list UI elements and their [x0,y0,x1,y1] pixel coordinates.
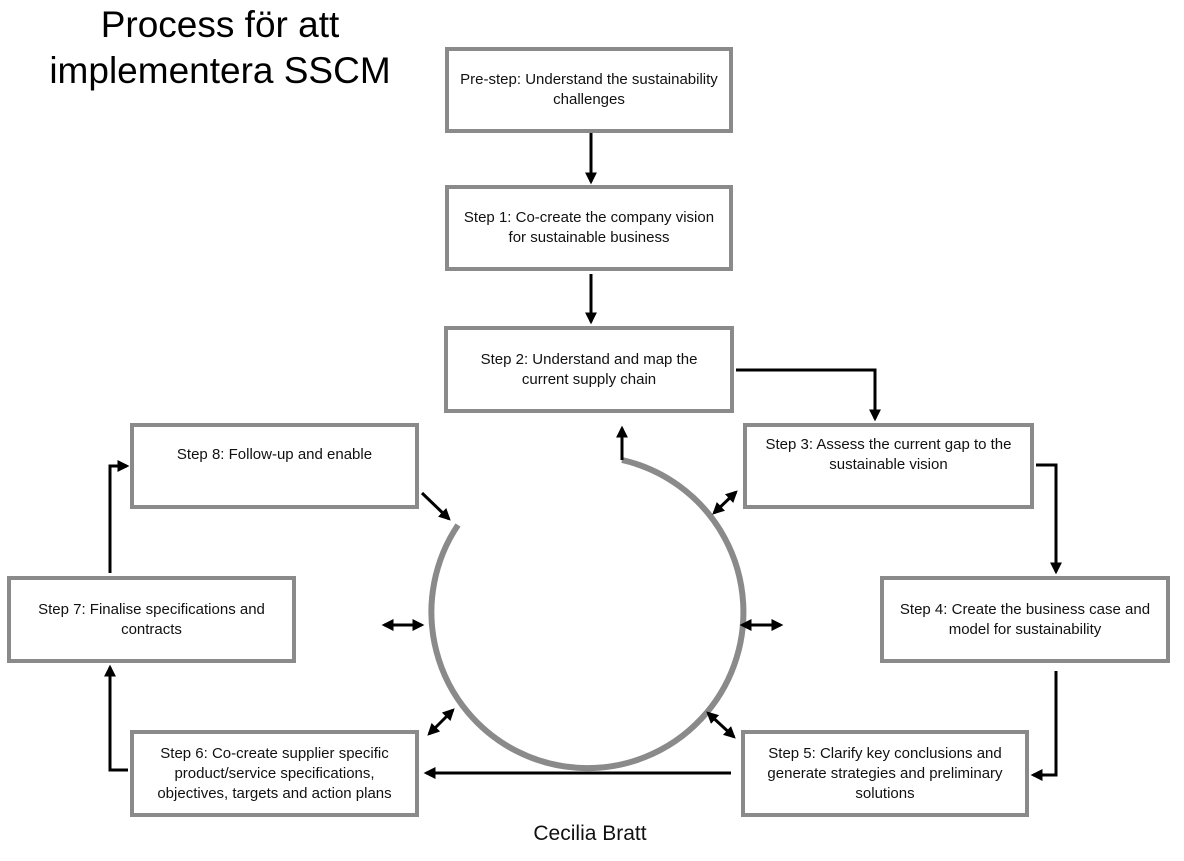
step-2-box: Step 2: Understand and map the current s… [444,326,734,413]
step-6-box: Step 6: Co-create supplier specific prod… [130,730,419,817]
step-8-box: Step 8: Follow-up and enable [130,423,419,509]
step-1-text: Step 1: Co-create the company vision for… [463,209,715,246]
step4-to-step5-arrow [1030,671,1058,781]
step-3-text: Step 3: Assess the current gap to the su… [765,436,1012,473]
step-4-text: Step 4: Create the business case and mod… [899,600,1151,638]
pre-step-text: Pre-step: Understand the sustainability … [460,71,718,108]
pre-step-box: Pre-step: Understand the sustainability … [445,47,733,133]
title-line-2: implementera SSCM [49,50,391,91]
step-7-box: Step 7: Finalise specifications and cont… [7,576,296,663]
step-7-text: Step 7: Finalise specifications and cont… [38,600,265,638]
author-credit: Cecilia Bratt [533,822,647,845]
step-3-box: Step 3: Assess the current gap to the su… [743,423,1034,509]
step2-to-step3-arrow [736,368,881,422]
step-8-text: Step 8: Follow-up and enable [176,446,373,463]
step-1-box: Step 1: Co-create the company vision for… [445,185,733,271]
step8-to-circle-arrow [420,491,451,521]
cycle-circle [428,457,747,772]
circle-step5-double-arrow [706,711,736,739]
step3-to-step4-arrow [1036,463,1062,575]
diagram-title: Process för att implementera SSCM [20,2,420,94]
step-4-box: Step 4: Create the business case and mod… [880,576,1170,663]
step6-to-step7-arrow [104,664,128,772]
step-5-text: Step 5: Clarify key conclusions and gene… [767,744,1003,802]
circle-step3-double-arrow [712,490,738,515]
step-2-text: Step 2: Understand and map the current s… [480,350,698,388]
step-5-box: Step 5: Clarify key conclusions and gene… [741,730,1029,817]
step-6-text: Step 6: Co-create supplier specific prod… [157,744,392,802]
circle-step6-double-arrow [427,708,455,736]
title-line-1: Process för att [100,4,340,45]
step7-to-step8-arrow [108,460,130,573]
